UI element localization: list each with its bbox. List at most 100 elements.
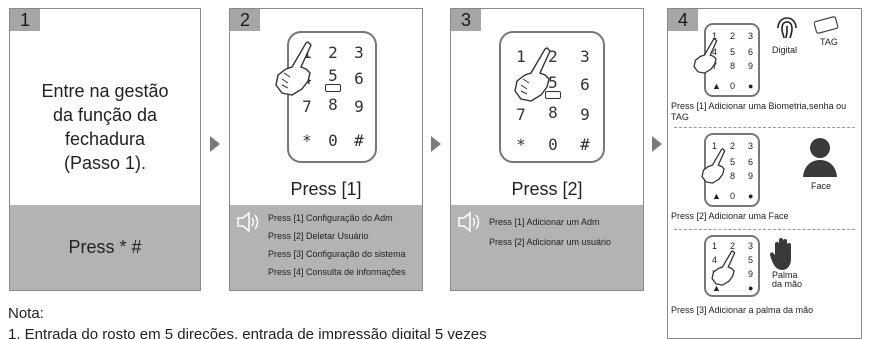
next-arrow-icon bbox=[210, 136, 220, 152]
digital-label: Digital bbox=[772, 45, 798, 55]
key-8: 8 bbox=[548, 103, 558, 122]
section-caption: Press [2] Adicionar uma Face bbox=[671, 211, 789, 221]
card-icon bbox=[545, 91, 561, 99]
card-icon bbox=[325, 84, 341, 92]
palm-label: Palma da mão bbox=[772, 270, 803, 289]
section-caption: Press [3] Adicionar a palma da mão bbox=[671, 305, 814, 315]
key-hash: # bbox=[580, 135, 590, 154]
hand-pointer-icon bbox=[701, 148, 726, 184]
key-0: 0 bbox=[328, 131, 338, 150]
key-0: 0 bbox=[730, 81, 736, 91]
option-item: Press [1] Configuração do Adm bbox=[268, 213, 393, 223]
keypad: 1 2 3 4 5 6 7 8 9 ▲ 0 ● bbox=[704, 23, 760, 97]
step-number: 1 bbox=[10, 9, 40, 31]
key-3: 3 bbox=[354, 43, 364, 62]
key-9: 9 bbox=[748, 269, 754, 279]
step-2-panel: 2 1 2 3 4 5 6 7 8 9 * 0 # Press [1] Pres… bbox=[229, 8, 423, 291]
key-4: 4 bbox=[712, 255, 718, 265]
next-arrow-icon bbox=[652, 136, 662, 152]
key-3: 3 bbox=[748, 31, 754, 41]
step-1-panel: 1 Entre na gestão da função da fechadura… bbox=[9, 8, 201, 291]
face-label: Face bbox=[811, 181, 832, 191]
key-1: 1 bbox=[516, 47, 526, 66]
fingerprint-icon bbox=[777, 17, 797, 39]
key-0: 0 bbox=[548, 135, 558, 154]
action-label: Press * # bbox=[68, 237, 142, 257]
step-3-panel: 3 1 2 3 4 5 6 7 8 9 * 0 # Press [2] Pres… bbox=[450, 8, 644, 291]
option-item: Press [4] Consulta de informações bbox=[268, 267, 406, 277]
key-6: 6 bbox=[748, 47, 754, 57]
key-1: 1 bbox=[712, 31, 718, 41]
hand-pointer-icon bbox=[514, 47, 551, 102]
key-2: 2 bbox=[730, 31, 736, 41]
options-box: Press [1] Configuração do Adm Press [2] … bbox=[230, 205, 422, 290]
section-caption: Press [1] Adicionar uma Biometria,senha … bbox=[671, 101, 847, 122]
next-arrow-icon bbox=[431, 136, 441, 152]
option-item: Press [3] Configuração do sistema bbox=[268, 249, 406, 259]
key-8: 8 bbox=[730, 171, 736, 181]
bell-icon: ● bbox=[748, 283, 754, 293]
lock-icon: ▲ bbox=[712, 191, 721, 201]
key-2: 2 bbox=[328, 43, 338, 62]
face-silhouette-icon bbox=[803, 138, 837, 177]
key-5: 5 bbox=[548, 73, 558, 92]
key-6: 6 bbox=[580, 75, 590, 94]
key-7: 7 bbox=[712, 61, 718, 71]
key-0: 0 bbox=[730, 191, 736, 201]
divider bbox=[674, 229, 855, 230]
key-3: 3 bbox=[748, 241, 754, 251]
key-3: 3 bbox=[748, 141, 754, 151]
key-9: 9 bbox=[748, 171, 754, 181]
key-9: 9 bbox=[354, 97, 364, 116]
speaker-icon bbox=[237, 211, 259, 233]
tag-label: TAG bbox=[820, 37, 838, 47]
keypad: 1 2 3 4 5 7 9 ▲ ● bbox=[704, 235, 760, 297]
key-star: * bbox=[302, 131, 312, 150]
key-8: 8 bbox=[328, 95, 338, 114]
key-5: 5 bbox=[748, 255, 754, 265]
lock-icon: ▲ bbox=[712, 283, 721, 293]
hand-pointer-icon bbox=[693, 38, 718, 74]
key-7: 7 bbox=[302, 97, 312, 116]
key-2: 2 bbox=[548, 47, 558, 66]
key-star: * bbox=[516, 135, 526, 154]
bell-icon: ● bbox=[748, 191, 754, 201]
step-4-panel: 4 1 2 3 4 5 6 7 8 9 ▲ 0 ● Digital TAG Pr… bbox=[667, 8, 862, 339]
key-6: 6 bbox=[748, 157, 754, 167]
tag-icon bbox=[813, 16, 839, 34]
step-description: Entre na gestão da função da fechadura (… bbox=[41, 81, 169, 173]
key-2: 2 bbox=[730, 141, 736, 151]
hand-pointer-icon bbox=[275, 41, 312, 96]
key-3: 3 bbox=[580, 47, 590, 66]
key-2: 2 bbox=[730, 241, 736, 251]
note-title: Nota: bbox=[8, 305, 44, 322]
key-9: 9 bbox=[580, 105, 590, 124]
key-5: 5 bbox=[730, 47, 736, 57]
step-number: 3 bbox=[451, 9, 481, 31]
key-1: 1 bbox=[712, 241, 718, 251]
divider bbox=[674, 127, 855, 128]
option-item: Press [2] Adicionar um usuário bbox=[489, 237, 612, 247]
options-box: Press [1] Adicionar um Adm Press [2] Adi… bbox=[451, 205, 643, 290]
press-label: Press [1] bbox=[290, 179, 362, 199]
step-number: 4 bbox=[668, 9, 698, 31]
key-4: 4 bbox=[712, 47, 718, 57]
keypad: 1 2 3 4 5 6 7 8 9 * 0 # bbox=[499, 31, 605, 163]
press-label: Press [2] bbox=[511, 179, 583, 199]
key-5: 5 bbox=[730, 157, 736, 167]
option-item: Press [2] Deletar Usuário bbox=[268, 231, 369, 241]
speaker-icon bbox=[458, 211, 480, 233]
hand-pointer-icon bbox=[711, 250, 736, 286]
key-7: 7 bbox=[516, 105, 526, 124]
key-8: 8 bbox=[730, 61, 736, 71]
palm-icon bbox=[769, 238, 791, 270]
key-6: 6 bbox=[354, 69, 364, 88]
action-box: Press * # bbox=[10, 205, 200, 290]
option-item: Press [1] Adicionar um Adm bbox=[489, 217, 600, 227]
key-9: 9 bbox=[748, 61, 754, 71]
bell-icon: ● bbox=[748, 81, 754, 91]
step-number: 2 bbox=[230, 9, 260, 31]
key-5: 5 bbox=[328, 66, 338, 85]
key-1: 1 bbox=[712, 141, 718, 151]
lock-icon: ▲ bbox=[712, 81, 721, 91]
